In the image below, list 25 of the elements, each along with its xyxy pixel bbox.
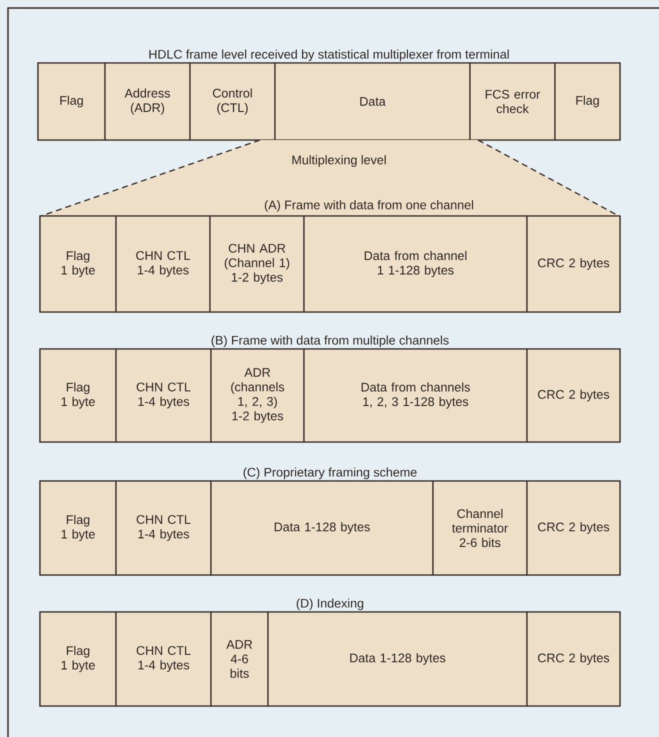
- node-label: (B) Frame with data from multiple channels: [212, 335, 449, 348]
- field-cell: CHN CTL 1-4 bytes: [115, 480, 212, 576]
- node-label: HDLC frame level received by statistical multiplexer from terminal: [149, 50, 509, 62]
- field-cell: FCS error check: [469, 62, 556, 141]
- field-cell: ADR 4-6 bits: [210, 611, 269, 707]
- field-cell: Flag: [37, 62, 106, 141]
- field-cell: CHN CTL 1-4 bytes: [115, 611, 212, 707]
- field-cell: CRC 2 bytes: [526, 480, 621, 576]
- field-cell: CRC 2 bytes: [526, 611, 621, 707]
- node-label: (D) Indexing: [296, 598, 364, 610]
- field-cell: Flag: [554, 62, 621, 141]
- node-label: (C) Proprietary framing scheme: [244, 467, 417, 480]
- field-cell: CRC 2 bytes: [526, 215, 621, 313]
- field-cell: CHN ADR (Channel 1) 1-2 bytes: [209, 215, 305, 313]
- field-cell: Control (CTL): [189, 62, 276, 141]
- field-cell: CHN CTL 1-4 bytes: [115, 215, 211, 313]
- field-cell: Flag 1 byte: [39, 480, 117, 576]
- field-cell: CHN CTL 1-4 bytes: [115, 348, 212, 443]
- field-cell: Address (ADR): [104, 62, 191, 141]
- field-cell: Flag 1 byte: [39, 611, 117, 707]
- field-cell: ADR (channels 1, 2, 3) 1-2 bytes: [210, 348, 305, 443]
- field-cell: Flag 1 byte: [39, 348, 117, 443]
- field-cell: Channel terminator 2-6 bits: [432, 480, 528, 576]
- field-cell: Flag 1 byte: [39, 215, 117, 313]
- field-cell: CRC 2 bytes: [526, 348, 621, 443]
